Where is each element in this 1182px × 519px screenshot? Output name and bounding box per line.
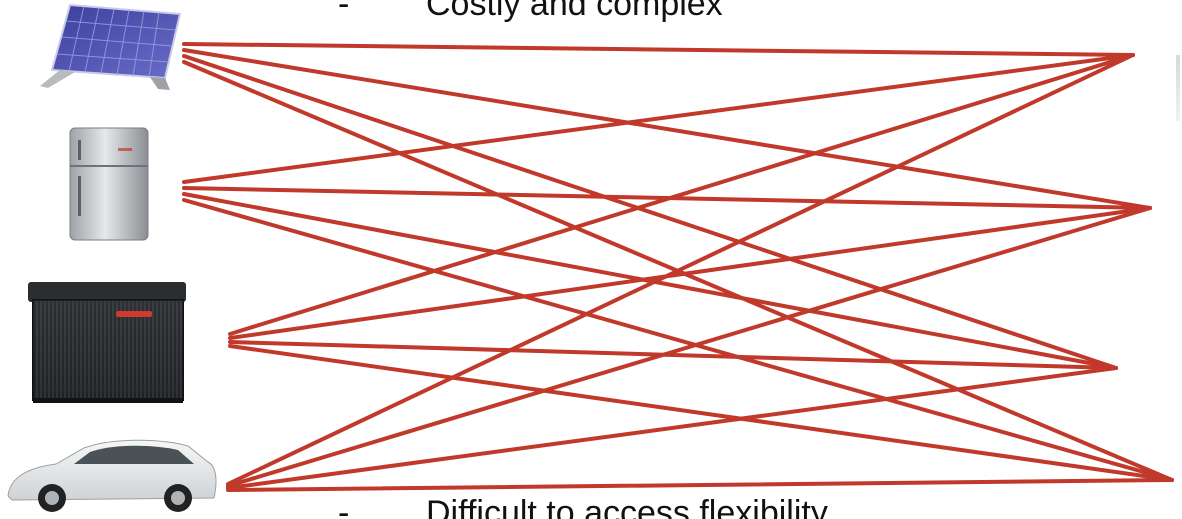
bullet-marker: - [338,0,350,23]
connection-line [226,478,1174,492]
bullet-marker: - [338,494,350,519]
connection-line [228,340,1118,370]
connection-line [228,344,1174,482]
connection-line [226,53,1135,486]
connection-line [226,206,1152,488]
solar-panel-icon [40,3,182,90]
connection-line [182,48,1152,210]
electric-car-icon [7,439,217,512]
connection-line [182,53,1135,184]
connection-line [182,42,1135,57]
connection-line [228,53,1135,336]
connection-line [182,192,1118,370]
air-conditioner-icon [28,282,186,403]
cropped-endpoint-image [1176,55,1180,121]
connection-lines [182,42,1174,492]
bullet-text: Costly and complex [426,0,723,23]
connection-line [182,54,1118,370]
bullet-costly-complex: - Costly and complex [338,0,723,21]
bullet-text: Difficult to access flexibility [426,494,828,519]
bullet-difficult-flexibility: - Difficult to access flexibility [338,496,828,519]
refrigerator-icon [69,127,149,241]
connection-line [228,206,1152,340]
connection-line [182,198,1174,482]
connection-line [226,366,1118,490]
